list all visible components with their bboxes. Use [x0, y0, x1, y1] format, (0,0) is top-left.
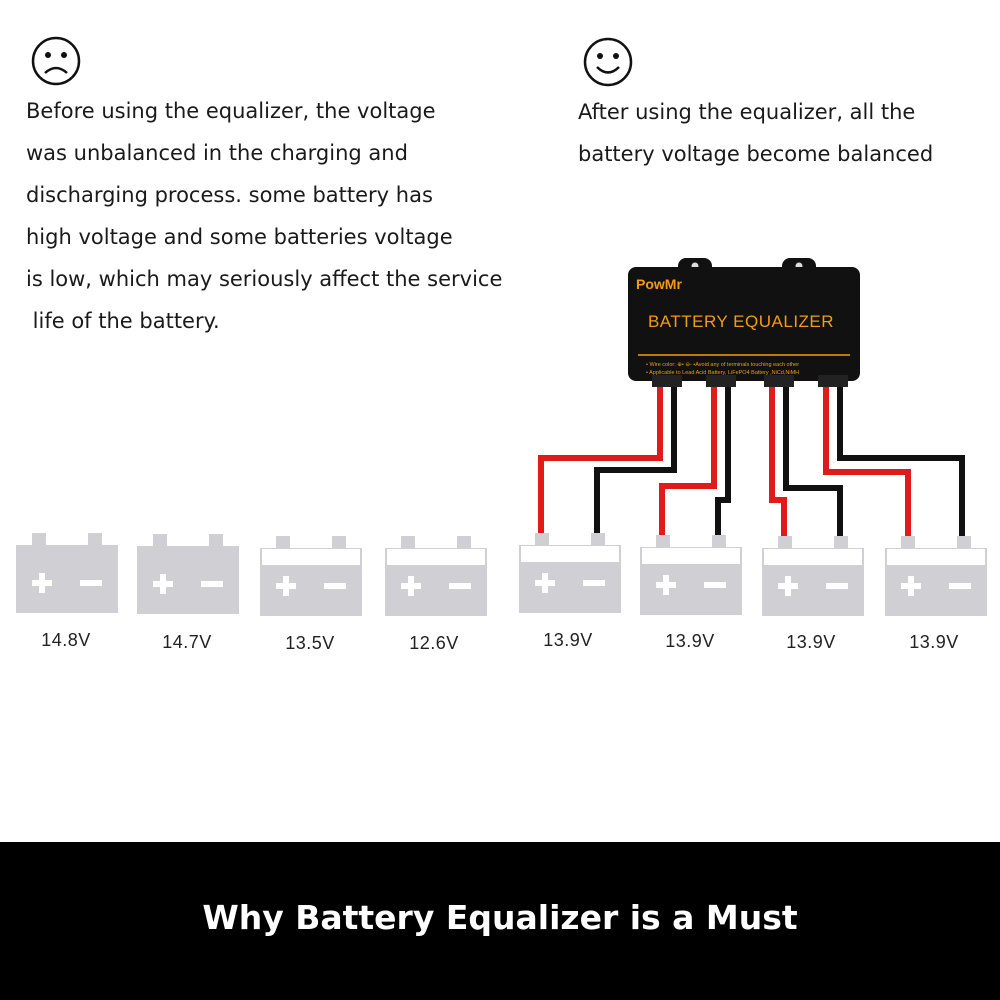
minus-icon	[583, 580, 605, 586]
device-note: • Wire color: ⊕• ⊖- •Avoid any of termin…	[646, 362, 799, 368]
battery-voltage: 14.7V	[162, 632, 212, 652]
minus-icon	[449, 583, 471, 589]
device-note: • Applicable to Lead Acid Battery, LiFeP…	[646, 370, 799, 376]
plus-icon	[656, 575, 676, 595]
positive-wire	[769, 375, 787, 538]
minus-icon	[201, 581, 223, 587]
after-line: battery voltage become balanced	[578, 142, 934, 166]
plus-icon	[901, 576, 921, 596]
device-title: BATTERY EQUALIZER	[648, 312, 834, 331]
before-line: is low, which may seriously affect the s…	[26, 267, 503, 291]
battery-icon	[260, 536, 362, 616]
battery-row	[16, 533, 987, 616]
before-line: discharging process. some battery has	[26, 183, 433, 207]
battery-equalizer-device: PowMr BATTERY EQUALIZER • Wire color: ⊕•…	[628, 258, 860, 387]
negative-wire	[783, 375, 843, 538]
before-description: Before using the equalizer, the voltage …	[26, 90, 502, 342]
battery-icon	[137, 534, 239, 614]
positive-wire	[538, 375, 663, 538]
battery-icon	[385, 536, 487, 616]
battery-voltage: 14.8V	[41, 630, 91, 650]
negative-wire	[715, 375, 731, 538]
battery-icon	[762, 536, 864, 616]
battery-icon	[16, 533, 118, 613]
battery-voltage: 12.6V	[409, 633, 459, 653]
battery-icon	[519, 533, 621, 613]
battery-voltage: 13.9V	[909, 632, 959, 652]
minus-icon	[949, 583, 971, 589]
plus-icon	[401, 576, 421, 596]
positive-wire	[823, 375, 911, 538]
wires	[538, 375, 965, 538]
negative-wire	[594, 375, 677, 538]
before-line: Before using the equalizer, the voltage	[26, 99, 436, 123]
before-line: life of the battery.	[26, 309, 220, 333]
happy-face-icon	[583, 37, 633, 87]
device-brand: PowMr	[636, 276, 682, 292]
battery-diagram: PowMr BATTERY EQUALIZER • Wire color: ⊕•…	[16, 258, 987, 616]
plus-icon	[276, 576, 296, 596]
minus-icon	[826, 583, 848, 589]
footer-title: Why Battery Equalizer is a Must	[202, 898, 798, 937]
plus-icon	[32, 573, 52, 593]
plus-icon	[778, 576, 798, 596]
footer-banner: Why Battery Equalizer is a Must	[0, 842, 1000, 1000]
sad-face-icon	[31, 36, 81, 86]
after-line: After using the equalizer, all the	[578, 100, 916, 124]
positive-wire	[659, 375, 717, 538]
battery-icon	[885, 536, 987, 616]
battery-icon	[640, 535, 742, 615]
battery-voltage: 13.5V	[285, 633, 335, 653]
plus-icon	[153, 574, 173, 594]
battery-voltage: 13.9V	[665, 631, 715, 651]
battery-voltage: 13.9V	[786, 632, 836, 652]
minus-icon	[80, 580, 102, 586]
before-line: was unbalanced in the charging and	[26, 141, 408, 165]
device-body	[628, 267, 860, 381]
before-line: high voltage and some batteries voltage	[26, 225, 453, 249]
negative-wire	[837, 375, 965, 538]
after-description: After using the equalizer, all the batte…	[578, 91, 933, 175]
battery-voltage: 13.9V	[543, 630, 593, 650]
minus-icon	[704, 582, 726, 588]
plus-icon	[535, 573, 555, 593]
minus-icon	[324, 583, 346, 589]
